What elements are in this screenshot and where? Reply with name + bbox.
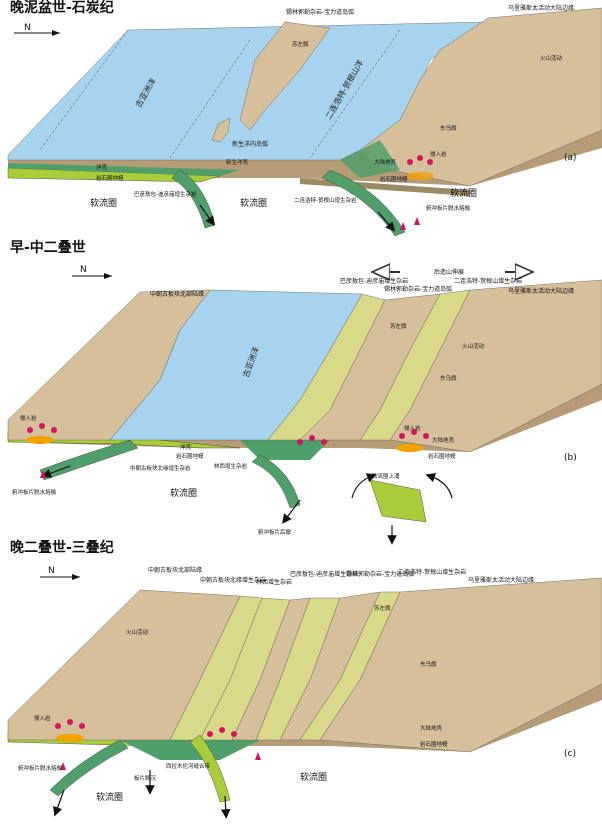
mantle-lith-label-c: 岩石圈地幔	[420, 740, 448, 748]
accretion-left-label-a: 巴彦敖包-迪彦庙增生杂岩	[134, 190, 197, 198]
upwelling-label-b: 软流圈上涌	[372, 472, 400, 480]
panel-c-tag: (c)	[564, 749, 576, 759]
volcano2-label-a: 火山活动	[540, 54, 563, 62]
lith-left-label-a: 岩石圈地幔	[96, 174, 124, 182]
panel-a-title: 晚泥盆世-石炭纪	[10, 0, 114, 16]
slab-melt-label-a: 俯冲板片脱水熔融	[426, 204, 471, 212]
accretion-south-label-b: 中朝古板块北缘增生杂岩	[130, 464, 191, 472]
volcano-label-b: 苏左旗	[390, 322, 407, 330]
east-continent-c	[319, 577, 602, 753]
north-label-b: N	[80, 265, 87, 275]
east-margin-label-c: 乌里雅斯太活动大陆边缘	[468, 576, 534, 584]
slab-arrow-left-c	[53, 789, 65, 817]
intrusive2-label-b: 侵入岩	[404, 424, 421, 432]
slab-arrow-mid-b	[282, 499, 301, 524]
accretion1-label-b: 巴彦敖包-迪彦庙增生杂岩	[340, 277, 408, 285]
arc-label-c: 锡林郭勒杂岩-宝力道岛弧	[346, 570, 414, 578]
accretion-wedge-a	[340, 140, 400, 178]
young-ocean-label-a: 新生洋壳	[226, 158, 249, 166]
inner-arc-islet-a	[211, 117, 231, 143]
slab-arrow-left-b	[41, 465, 71, 478]
mantle-lith-label-b: 岩石圈地幔	[176, 452, 204, 460]
slab-arrow-right-a	[377, 211, 396, 232]
continental-crust-label-a: 大陆地壳	[374, 158, 397, 166]
panel-a-tag: (a)	[564, 153, 577, 163]
accretion-right-label-a: 二连浩特-贺根山增生杂岩	[294, 196, 357, 204]
intrusive-label-b: 侵入岩	[20, 414, 37, 422]
inner-arc-label-a: 新生洋内岛弧	[232, 140, 268, 148]
crust-left-label-a: 洋壳	[96, 163, 108, 171]
slab-melt-label-c: 俯冲板片脱水熔融	[18, 764, 63, 772]
east-continent-b	[389, 279, 602, 453]
magma-b	[26, 423, 429, 478]
mantle-lith-label-a: 岩石圈地幔	[380, 175, 408, 183]
east-margin-label-a: 乌里雅斯太活动大陆边缘	[508, 4, 574, 12]
arc-label-b: 锡林郭勒杂岩-宝力道岛弧	[384, 285, 452, 293]
north-label-c: N	[48, 566, 55, 576]
mantle-lith2-label-b: 岩石圈地幔	[428, 452, 456, 460]
asthenosphere-label-b: 软流圈	[170, 487, 197, 499]
accretion2-label-c: 二连浩特-贺根山增生杂岩	[398, 568, 466, 576]
dashed-lines-a	[39, 29, 401, 159]
linxi-label-c: 林西增生杂岩	[256, 578, 292, 586]
north-margin-label-b: 中朝古板块北部陆缘	[150, 290, 204, 298]
panel-c-title: 晚二叠世-三叠纪	[10, 539, 114, 556]
panel-b: 早-中二叠世 N 后造山伸展	[7, 239, 602, 545]
upwelling-arrow-right-b	[425, 472, 453, 499]
asthenosphere-mid-label-a: 软流圈	[240, 197, 267, 209]
suture-label-c: 西拉木伦河缝合带	[166, 762, 211, 770]
asthenosphere-right-label-a: 软流圈	[450, 187, 477, 199]
accretion-south-label-c: 中朝古板块北缘增生杂岩	[200, 576, 266, 584]
accretion2-label-b: 二连浩特-贺根山增生杂岩	[454, 277, 522, 285]
extension-label-b: 后造山伸展	[434, 268, 464, 276]
extension-arrows-b: 后造山伸展	[380, 268, 525, 276]
accretion1-label-c: 巴彦敖包-迪彦庙增生杂岩	[290, 570, 358, 578]
island-arc-a	[239, 21, 331, 131]
continental-crust-label-b: 大陆地壳	[432, 436, 455, 444]
upwelling-arrow-left-b	[351, 473, 377, 499]
magma-c	[55, 719, 261, 770]
panel-b-tag: (b)	[564, 453, 577, 463]
volcano-label-a: 苏左旗	[292, 40, 309, 48]
slab-rollback-label-b: 俯冲板片后撤	[258, 528, 292, 536]
city-label-c: 东乌旗	[420, 660, 437, 668]
volcano2-label-c: 火山活动	[126, 628, 149, 636]
city-label-a: 东乌旗	[440, 124, 457, 132]
slab-break-label-c: 板片断沉	[134, 774, 157, 782]
intrusive-label-a: 侵入岩	[430, 150, 447, 158]
slab-left-a	[171, 169, 216, 229]
north-arrow-a: N	[14, 23, 60, 36]
crust-label-b: 洋壳	[180, 443, 192, 451]
slab-left-c	[49, 739, 129, 797]
asthenosphere-right-label-c: 软流圈	[300, 771, 327, 783]
linxi-label-b: 林西增生杂岩	[214, 462, 248, 470]
north-margin-label-c: 中朝古板块北部陆缘	[148, 566, 202, 574]
north-arrow-b: N	[72, 265, 112, 279]
asthenosphere-left-label-c: 软流圈	[96, 791, 123, 803]
continental-crust-label-c: 大陆地壳	[420, 724, 443, 732]
slab-arrow-right-c	[220, 795, 231, 819]
north-arrow-c: N	[40, 566, 80, 580]
city-label-b: 东乌旗	[440, 374, 457, 382]
panel-b-title: 早-中二叠世	[10, 239, 86, 256]
east-margin-label-b: 乌里雅斯太活动大陆边缘	[508, 287, 574, 295]
magma-a	[400, 155, 434, 230]
volcano2-label-b: 火山活动	[462, 342, 485, 350]
slab-rollback-b	[251, 454, 301, 509]
intrusive-label-c: 侵入岩	[34, 714, 51, 722]
slab-right-b	[369, 479, 427, 523]
volcano-label-c: 苏左旗	[374, 604, 391, 612]
slab-arrow-left-a	[199, 204, 215, 226]
slab-left-b	[39, 439, 139, 481]
panel-c: 晚二叠世-三叠纪 N	[7, 539, 602, 819]
island-arc-label-a: 锡林郭勒杂岩-宝力道岛弧	[286, 8, 354, 16]
panel-a: 晚泥盆世-石炭纪 N	[7, 0, 602, 237]
slab-melt-label-b: 俯冲板片脱水熔融	[12, 488, 57, 496]
slab-right-c	[189, 734, 231, 803]
asthenosphere-left-label-a: 软流圈	[90, 197, 117, 209]
north-label-a: N	[24, 23, 31, 33]
